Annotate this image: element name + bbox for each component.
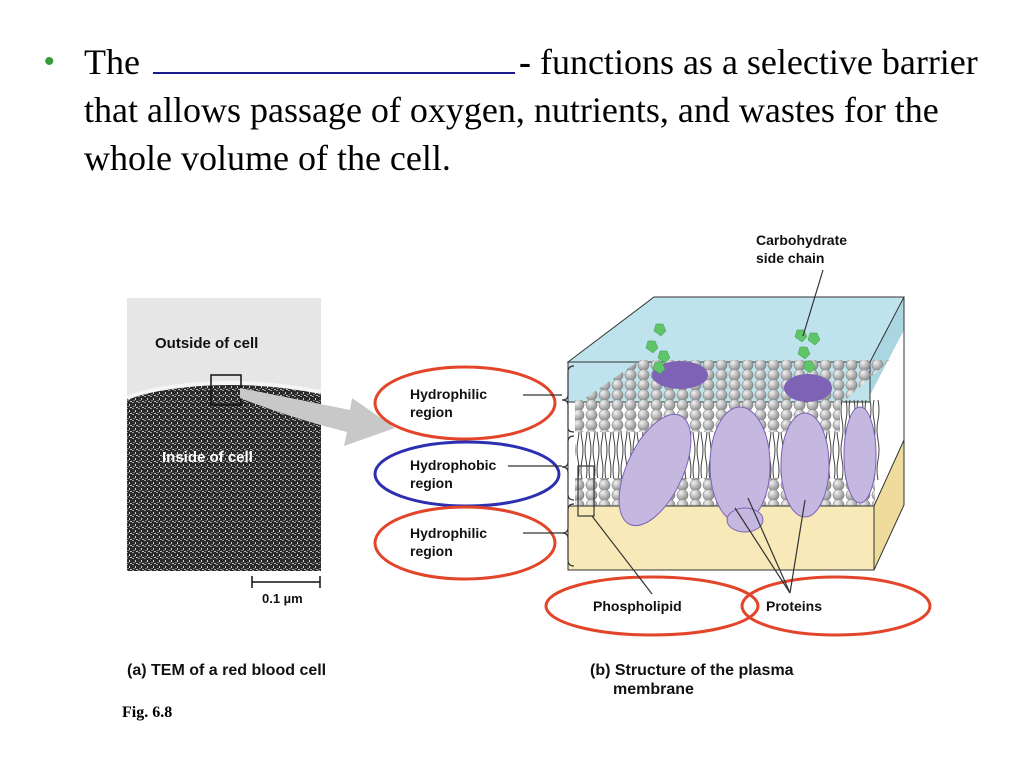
proteins-label: Proteins bbox=[766, 598, 822, 614]
fill-in-blank bbox=[152, 42, 515, 74]
phospholipid-highlight bbox=[544, 575, 760, 637]
region-labels: Hydrophilic region Hydrophobic region Hy… bbox=[373, 232, 932, 698]
tem-image: Outside of cell Inside of cell 0.1 µm (a… bbox=[126, 298, 326, 679]
bullet-text: The - functions as a selective barrier t… bbox=[84, 38, 984, 182]
bullet-rest: functions as a selective barrier that al… bbox=[84, 42, 978, 178]
scale-bar-label: 0.1 µm bbox=[262, 591, 303, 606]
bullet-start: The bbox=[84, 42, 140, 82]
membrane-caption-2: membrane bbox=[613, 681, 694, 698]
outside-cell-label: Outside of cell bbox=[155, 335, 258, 352]
hydrophilic-bottom-label-2: region bbox=[410, 543, 453, 559]
inside-cell-label: Inside of cell bbox=[162, 449, 253, 466]
bullet-dash: - bbox=[518, 42, 531, 82]
proteins-highlight bbox=[740, 575, 932, 637]
carbohydrate-label-1: Carbohydrate bbox=[756, 232, 847, 248]
carbohydrate-label-2: side chain bbox=[756, 250, 824, 266]
scale-bar bbox=[251, 576, 321, 588]
magnify-arrow bbox=[240, 388, 395, 446]
hydrophilic-top-label-2: region bbox=[410, 404, 453, 420]
hydrophilic-bottom-label-1: Hydrophilic bbox=[410, 525, 487, 541]
hydrophilic-bottom-highlight bbox=[373, 505, 557, 581]
hydrophobic-label-2: region bbox=[410, 475, 453, 491]
extracellular-top-face bbox=[568, 297, 904, 362]
hydrophobic-highlight bbox=[373, 440, 561, 508]
hydrophilic-top-highlight bbox=[373, 365, 557, 441]
figure-number: Fig. 6.8 bbox=[122, 704, 173, 721]
phospholipid-label: Phospholipid bbox=[593, 598, 682, 614]
hydrophilic-top-label-1: Hydrophilic bbox=[410, 386, 487, 402]
tem-caption: (a) TEM of a red blood cell bbox=[127, 662, 326, 679]
carbohydrate-chains bbox=[645, 323, 821, 375]
membrane-proteins bbox=[618, 361, 877, 533]
hydrophobic-label-1: Hydrophobic bbox=[410, 457, 497, 473]
membrane-caption-1: (b) Structure of the plasma bbox=[590, 662, 794, 679]
bullet-dot: • bbox=[44, 45, 55, 78]
